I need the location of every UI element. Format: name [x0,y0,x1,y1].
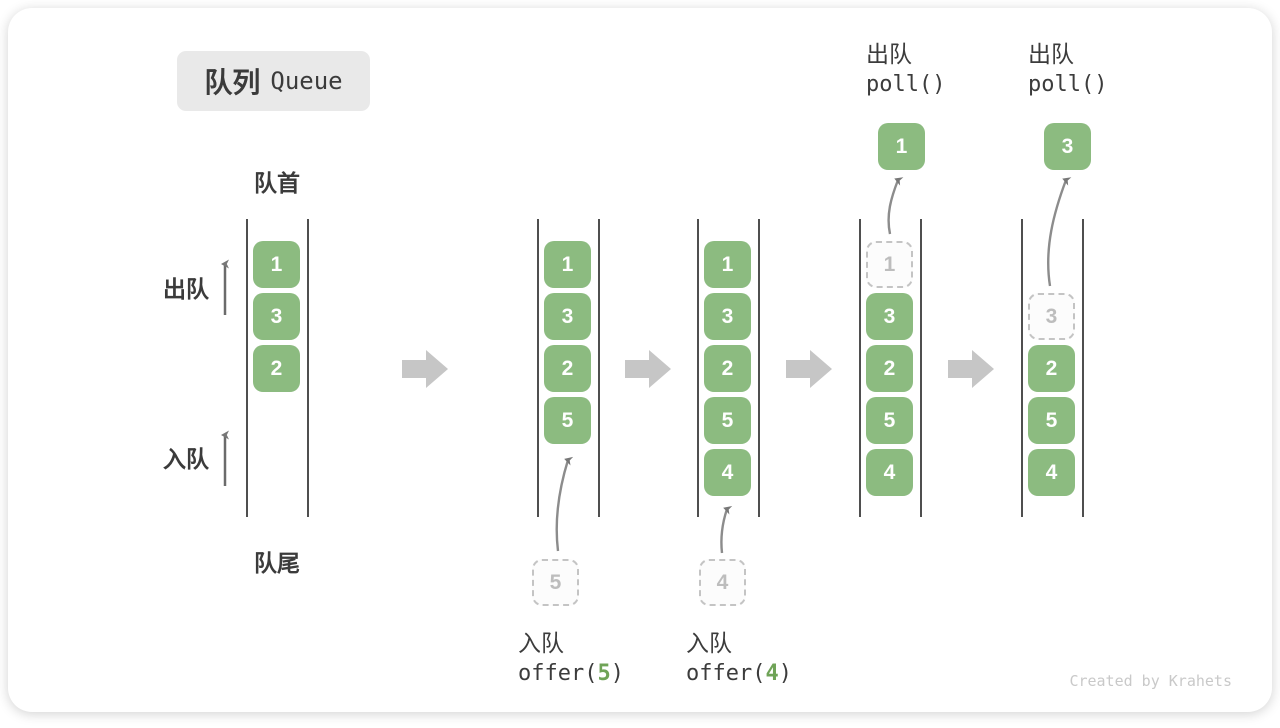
queue-cell: 5 [866,397,913,444]
enqueue-op-code: offer(4) [686,661,792,686]
label-dequeue-left: 出队 [163,276,209,302]
queue-channel-line [537,219,539,517]
dequeue-op-label: 出队 [1028,41,1074,67]
step-arrow-icon [786,350,832,388]
queue-channel-line [920,219,922,517]
dequeue-op-code: poll() [866,72,946,97]
enqueue-5-arrow-icon [555,456,574,552]
queue-cell: 4 [866,449,913,496]
queue-channel-line [697,219,699,517]
op-code-arg: 5 [597,661,611,686]
popped-value-box: 1 [878,123,925,170]
queue-cell: 1 [253,241,300,288]
dequeue-op-code: poll() [1028,72,1108,97]
dequeue-1-arrow-icon [887,177,904,235]
queue-cell: 4 [704,449,751,496]
dequeue-3-arrow-icon [1047,177,1072,287]
title-en: Queue [270,67,343,95]
op-code-close: ) [778,661,792,686]
step-arrow-icon [625,350,671,388]
queue-cell: 5 [544,397,591,444]
enqueue-op-code: offer(5) [518,661,624,686]
queue-channel-line [1082,219,1084,517]
enqueue-op-label: 入队 [518,630,564,656]
queue-cell: 3 [704,293,751,340]
op-code-fn: offer( [518,661,598,686]
queue-cell: 3 [253,293,300,340]
queue-channel-line [859,219,861,517]
watermark: Created by Krahets [1069,672,1232,690]
popped-value-box: 3 [1044,123,1091,170]
step-arrow-icon [402,350,448,388]
queue-cell: 3 [866,293,913,340]
op-code-arg: 4 [765,661,779,686]
title-zh: 队列 [204,67,261,98]
queue-cell: 5 [1028,397,1075,444]
incoming-value-box: 4 [699,559,746,606]
queue-channel-line [1021,219,1023,517]
queue-cell: 2 [866,345,913,392]
queue-channel-line [307,219,309,517]
queue-channel-line [598,219,600,517]
queue-cell: 2 [1028,345,1075,392]
queue-cell: 5 [704,397,751,444]
step-arrow-icon [948,350,994,388]
label-queue-front: 队首 [254,170,300,196]
queue-cell: 1 [704,241,751,288]
queue-cell: 2 [544,345,591,392]
queue-cell: 4 [1028,449,1075,496]
title-badge: 队列 Queue [177,51,370,111]
enqueue-4-arrow-icon [720,505,733,554]
dequeue-op-label: 出队 [866,41,912,67]
queue-channel-line [246,219,248,517]
enqueue-op-label: 入队 [686,630,732,656]
queue-cell: 2 [253,345,300,392]
queue-cell: 2 [704,345,751,392]
arrows-overlay [221,177,1072,554]
incoming-value-box: 5 [532,559,579,606]
op-code-close: ) [610,661,624,686]
label-enqueue-left: 入队 [163,446,209,472]
queue-cell: 3 [544,293,591,340]
queue-cell: 1 [544,241,591,288]
op-code-fn: offer( [686,661,766,686]
queue-cell-dashed: 3 [1028,293,1075,340]
queue-cell-dashed: 1 [866,241,913,288]
label-queue-rear: 队尾 [254,550,300,576]
diagram-card: 队列 Queue 队首 队尾 出队 入队 1 3 2 1 3 2 5 5 1 3 2 5 4 4 1 3 2 5 4… [8,8,1272,712]
queue-channel-line [758,219,760,517]
